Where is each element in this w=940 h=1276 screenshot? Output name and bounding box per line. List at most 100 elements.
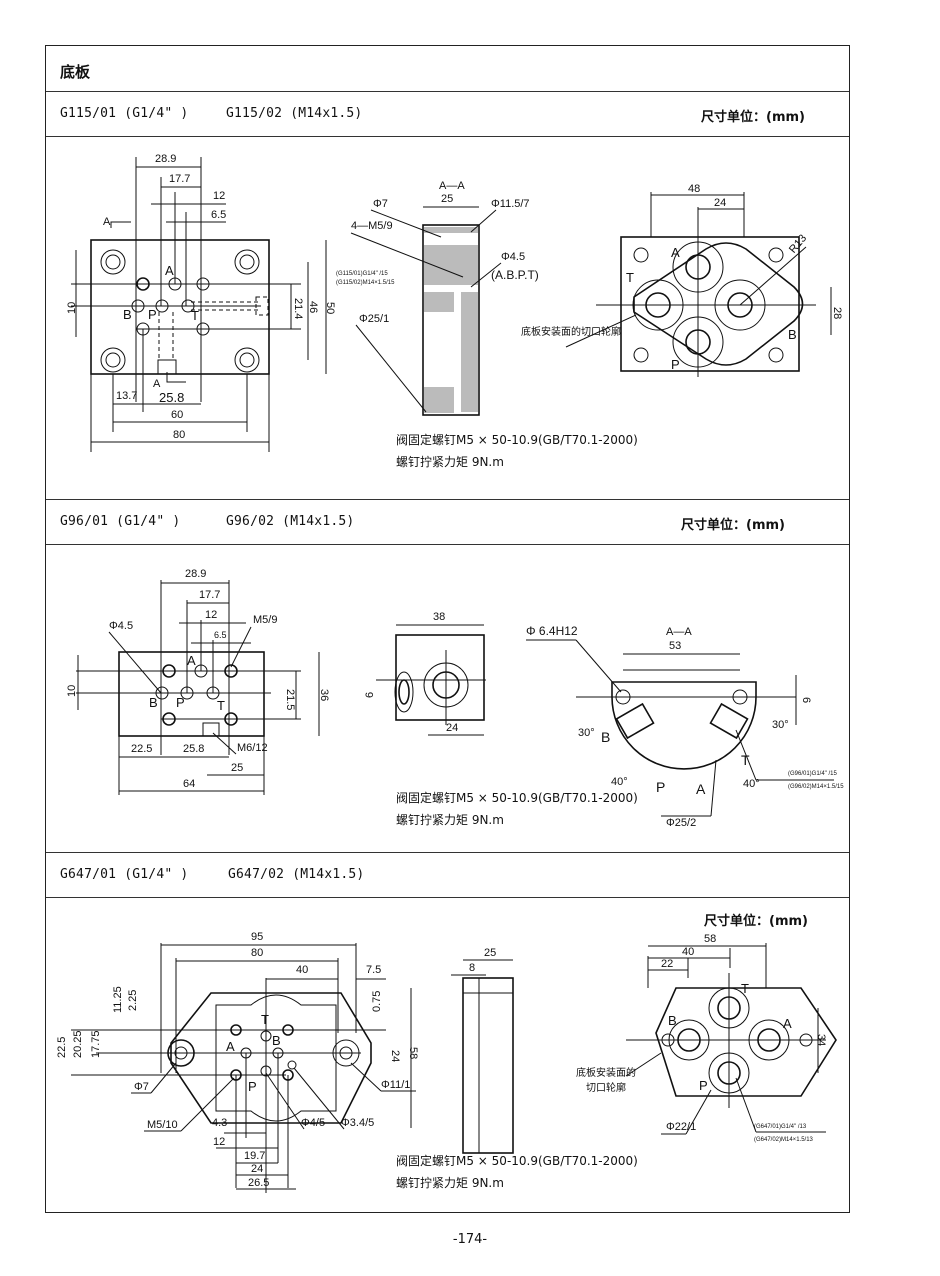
plan-view-g647: 95 80 40 7.5 11.25 2.25 22.5 20.25 17.75…	[56, 931, 419, 1193]
callout: Φ3.4/5	[341, 1117, 374, 1129]
torque-note: 螺钉拧紧力矩 9N.m	[396, 1176, 504, 1190]
block-header-g647: G647/01 (G1/4" ) G647/02 (M14x1.5)	[46, 853, 849, 898]
dim-label: 22.5	[131, 743, 152, 755]
dim-label: 12	[205, 609, 217, 621]
dim-label: 58	[407, 1047, 419, 1059]
callout: M5/10	[147, 1119, 178, 1131]
notes: 阀固定螺钉M5 × 50-10.9(GB/T70.1-2000) 螺钉拧紧力矩 …	[396, 1150, 638, 1194]
dim-label: 17.7	[199, 589, 220, 601]
dim-label: 10	[66, 302, 78, 314]
cutout-callout-line1: 底板安装面的	[576, 1068, 636, 1079]
dim-label: 13.7	[116, 390, 137, 402]
dim-label: 12	[213, 190, 225, 202]
dim-label: 40	[296, 964, 308, 976]
block-drawing-g115: 28.9 17.7 12 6.5 10 21.4 46 50 13.7 25.8…	[46, 137, 849, 500]
unit-label: 尺寸单位：(mm)	[704, 914, 808, 929]
section-view-g96: A—A 53 Φ 6.4H12 Φ25/2 (G96/01)G1/4" /15 …	[526, 624, 844, 829]
block-drawing-g96: 28.9 17.7 12 6.5 10 21.5 36 22.5 25.8 25…	[46, 545, 849, 853]
dim-label: 24	[251, 1163, 263, 1175]
port-label-b: B	[123, 307, 132, 322]
callout: Φ4.5	[501, 251, 525, 263]
port-label: A	[696, 781, 706, 797]
plan-view-g115: 28.9 17.7 12 6.5 10 21.4 46 50 13.7 25.8…	[66, 153, 336, 452]
dim-label: 25	[231, 762, 243, 774]
port-label: B	[668, 1013, 677, 1028]
cutout-callout: 底板安装面的切口轮廓	[521, 327, 621, 338]
callout: Φ4/5	[301, 1117, 325, 1129]
section-view-g115: A—A 25 Φ7 4—M5/9 (G115/01)G1/4" /15 (G11…	[336, 180, 539, 416]
dim-label: 4.3	[212, 1117, 227, 1129]
section-marker: A	[153, 378, 161, 390]
callout: (G115/01)G1/4" /15	[336, 271, 388, 277]
callout: 4—M5/9	[351, 220, 393, 232]
dim-label: 48	[688, 183, 700, 195]
model-label-a: G115/01 (G1/4" )	[60, 106, 189, 121]
port-label-b: B	[149, 695, 158, 710]
section-title: A—A	[666, 626, 692, 638]
dim-label: 0.75	[371, 991, 383, 1012]
callout: Φ7	[134, 1081, 149, 1093]
angle-label: 40°	[743, 778, 760, 790]
block-header-g115: G115/01 (G1/4" ) G115/02 (M14x1.5) 尺寸单位：…	[46, 92, 849, 137]
callout: (G96/01)G1/4" /15	[788, 771, 837, 777]
dim-label: 8	[469, 962, 475, 974]
section-title: 底板	[60, 63, 91, 81]
interface-view-g647: 58 40 22 34 T B A P Φ22/1 (G647/01)G1/4"…	[625, 933, 837, 1143]
model-label-a: G96/01 (G1/4" )	[60, 514, 181, 529]
dim-label: 20.25	[72, 1030, 84, 1058]
dim-label: 24	[389, 1050, 401, 1062]
dim-label: 53	[669, 640, 681, 652]
port-label: A	[783, 1016, 792, 1031]
dim-label: 6	[364, 692, 376, 698]
model-label-b: G96/02 (M14x1.5)	[226, 514, 355, 529]
dim-label: 36	[318, 689, 330, 701]
block-drawing-g647: 尺寸单位：(mm) 95 80 40 7.5 11.25 2.25 22.5 2…	[46, 898, 849, 1214]
port-label: T	[626, 270, 634, 285]
dim-label: 28.9	[185, 568, 206, 580]
callout: (G647/01)G1/4" /13	[754, 1124, 807, 1130]
dim-label: 25.8	[159, 390, 184, 405]
port-label: P	[656, 779, 665, 795]
dim-label: 80	[251, 947, 263, 959]
unit-label: 尺寸单位：(mm)	[701, 110, 805, 125]
port-label: B	[788, 327, 797, 342]
dim-label: 21.5	[284, 689, 296, 710]
mount-hole	[100, 347, 126, 373]
dim-label: 19.7	[244, 1150, 265, 1162]
dim-label: 2.25	[127, 990, 139, 1011]
dim-label: 24	[446, 722, 458, 734]
side-view-g96: 38 6 24	[364, 611, 486, 736]
title-row: 底板	[46, 46, 849, 92]
angle-label: 30°	[772, 719, 789, 731]
callout: (G115/02)M14×1.5/15	[336, 280, 395, 286]
port-label: P	[699, 1078, 708, 1093]
port-label: B	[601, 729, 610, 745]
dim-label: 12	[213, 1136, 225, 1148]
dim-label: 17.75	[90, 1030, 102, 1058]
mount-hole	[234, 249, 260, 275]
dim-label: 25	[441, 193, 453, 205]
dim-label: 28	[831, 307, 843, 319]
notes: 阀固定螺钉M5 × 50-10.9(GB/T70.1-2000) 螺钉拧紧力矩 …	[396, 787, 638, 831]
dim-label: 50	[324, 302, 336, 314]
dim-label: 6.5	[211, 209, 226, 221]
callout: (G96/02)M14×1.5/15	[788, 784, 844, 790]
bolt-note: 阀固定螺钉M5 × 50-10.9(GB/T70.1-2000)	[396, 433, 638, 447]
callout: Φ22/1	[666, 1121, 696, 1133]
dim-label: 26.5	[248, 1177, 269, 1189]
block-header-g96: G96/01 (G1/4" ) G96/02 (M14x1.5) 尺寸单位：(m…	[46, 500, 849, 545]
callout: Φ7	[373, 198, 388, 210]
port-label-p: P	[148, 307, 157, 322]
callout: (A.B.P.T)	[491, 268, 539, 282]
dim-label: 17.7	[169, 173, 190, 185]
notes: 阀固定螺钉M5 × 50-10.9(GB/T70.1-2000) 螺钉拧紧力矩 …	[396, 429, 638, 473]
dim-label: 24	[714, 197, 726, 209]
dim-label: 22	[661, 958, 673, 970]
dim-label: 58	[704, 933, 716, 945]
dim-label: 60	[171, 409, 183, 421]
dim-label: 80	[173, 429, 185, 441]
port-label-a: A	[165, 263, 174, 278]
cutout-callout: 底板安装面的 切口轮廓	[576, 1066, 636, 1096]
dim-label: 7.5	[366, 964, 381, 976]
model-label-b: G647/02 (M14x1.5)	[228, 867, 365, 882]
